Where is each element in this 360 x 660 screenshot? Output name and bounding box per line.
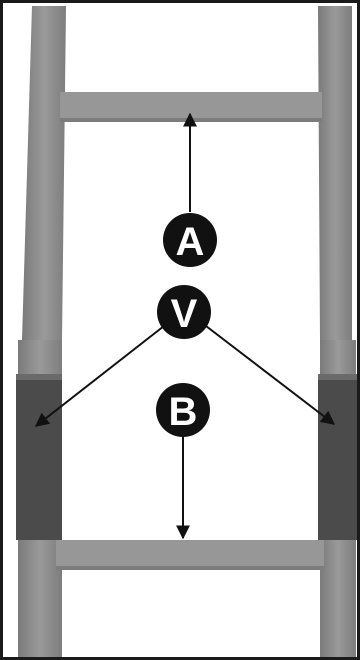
right-joint-top [318, 374, 358, 380]
label-a: A [176, 220, 205, 264]
right-rail-upper [318, 6, 352, 340]
label-v: V [171, 292, 198, 336]
rung-bottom [56, 540, 324, 570]
badge-a [163, 213, 217, 267]
rung-bottom-shadow [56, 566, 324, 570]
label-b: B [169, 390, 198, 434]
badge-b [156, 383, 210, 437]
left-joint-block [16, 378, 62, 540]
right-joint-block [318, 378, 358, 540]
arrow-v-left [34, 325, 165, 427]
left-rail-upper [22, 6, 66, 340]
arrow-v-right [205, 325, 336, 425]
left-joint-top [16, 374, 62, 380]
badge-v [157, 285, 211, 339]
